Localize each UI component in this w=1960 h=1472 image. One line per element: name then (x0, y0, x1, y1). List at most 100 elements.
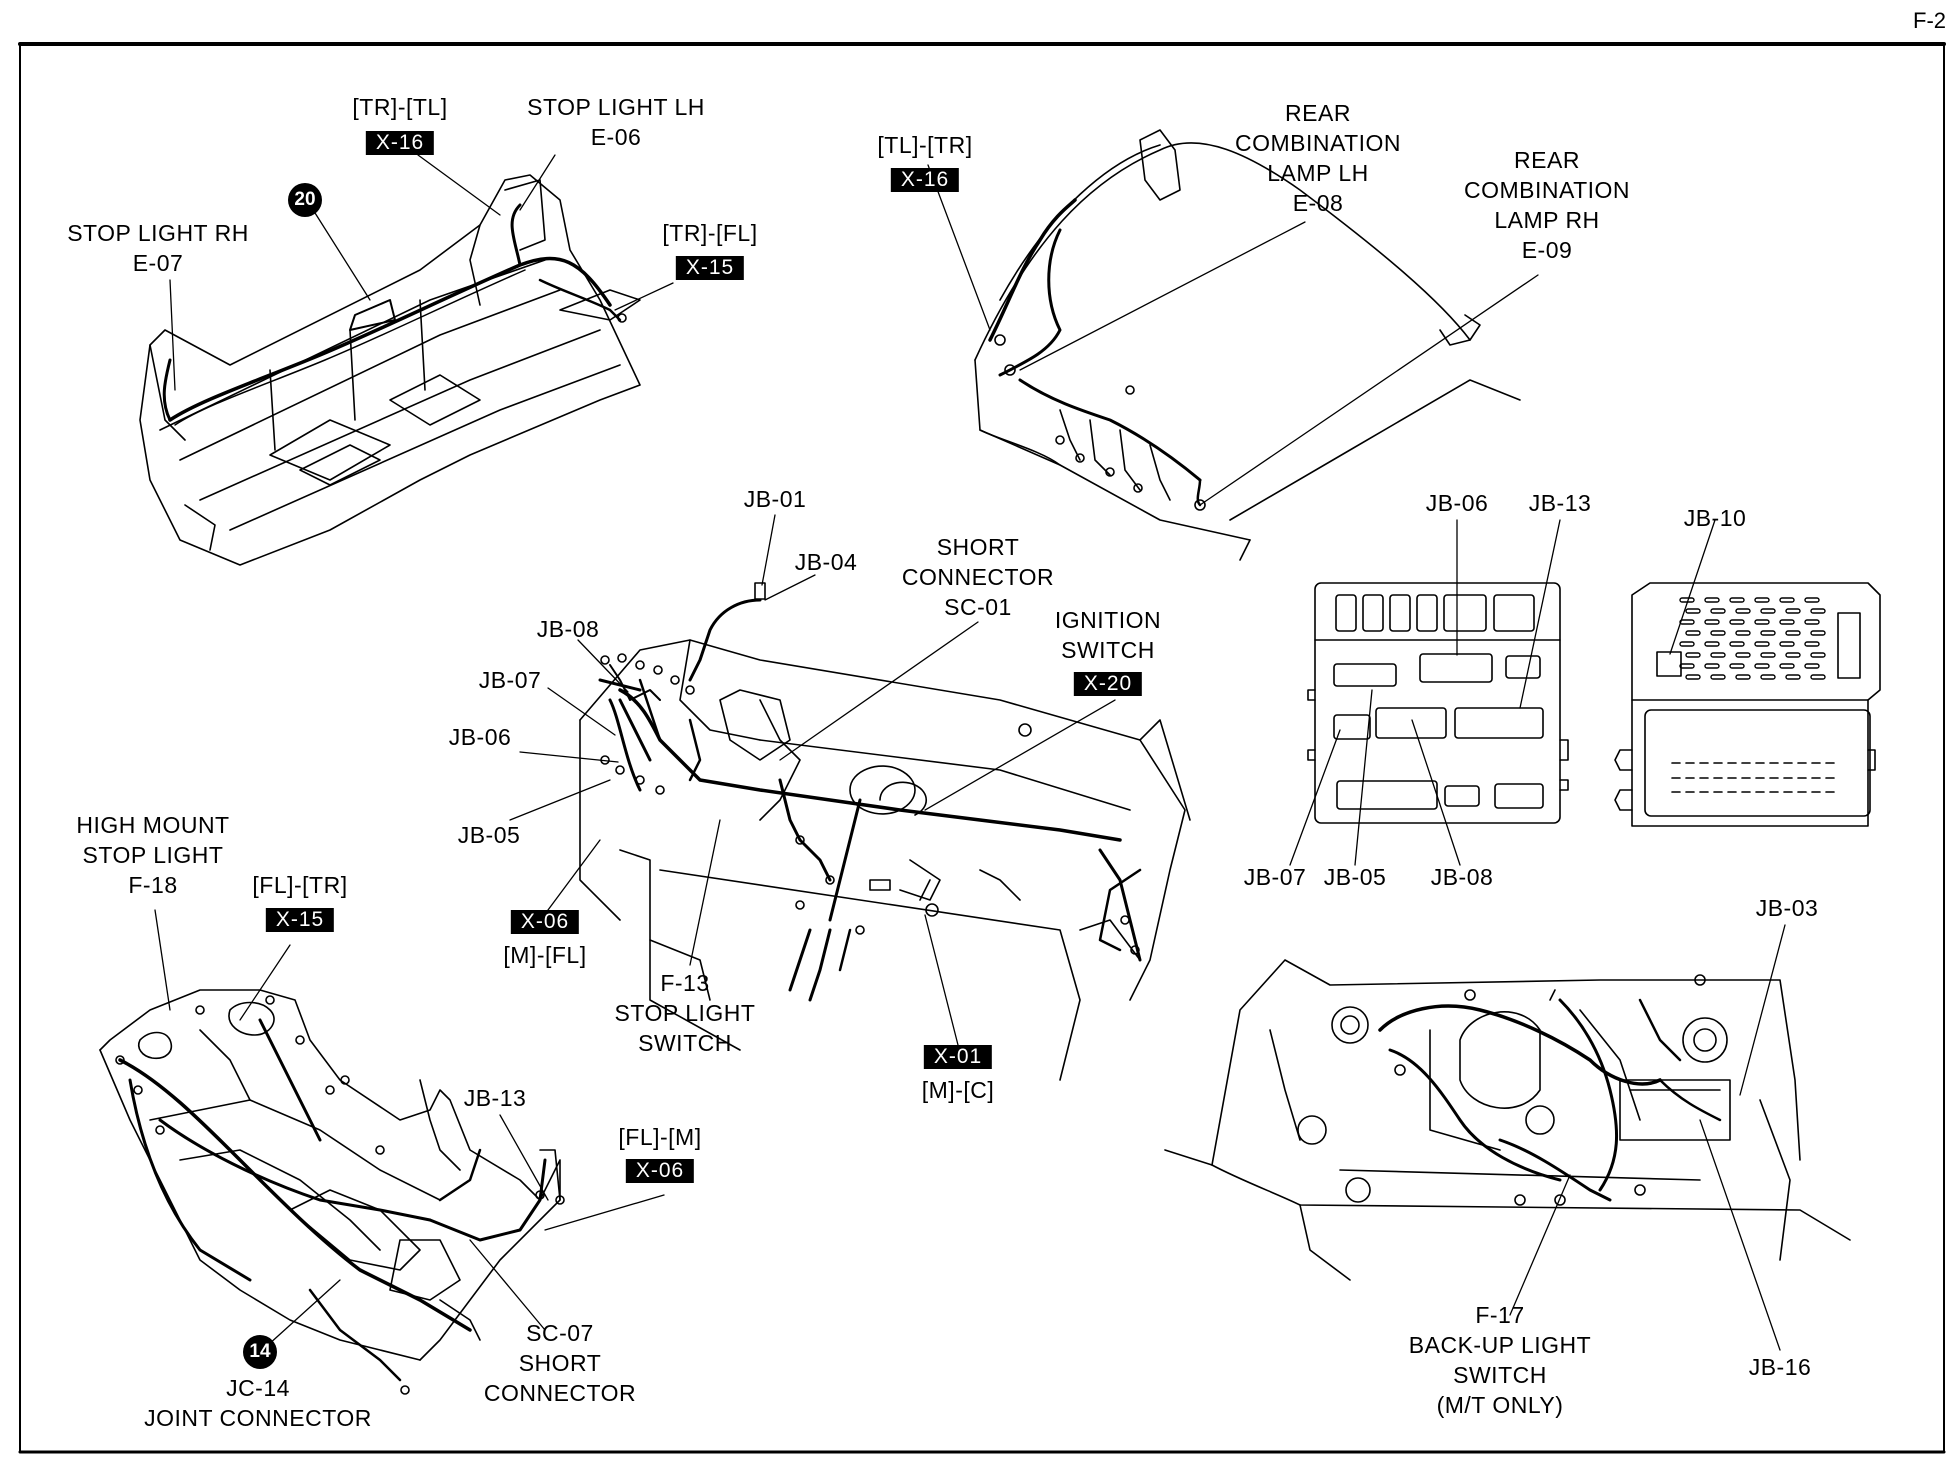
label-high-mount-stop-light: HIGH MOUNT STOP LIGHT F-18 (76, 812, 230, 898)
label-jc-14-joint-connector: JC-14 JOINT CONNECTOR (144, 1375, 372, 1431)
tag-x15-trunk: X-15 (675, 256, 745, 280)
fuse-slot (1760, 652, 1776, 658)
fuse-slot (1710, 652, 1726, 658)
label-jb-08-box: JB-08 (1430, 864, 1494, 890)
tag-x06-dash: X-06 (510, 910, 580, 934)
tag-x01: X-01 (923, 1045, 993, 1069)
label-stop-light-lh: STOP LIGHT LH E-06 (527, 94, 705, 150)
fuse-slot (1704, 619, 1720, 625)
label-tl-tr: [TL]-[TR] (877, 132, 973, 158)
fuse-slot (1804, 663, 1820, 669)
label-jb-08-dash: JB-08 (536, 616, 600, 642)
fuse-slot (1754, 641, 1770, 647)
circle-20: 20 (288, 183, 322, 217)
label-jb-13-box: JB-13 (1528, 490, 1592, 516)
tag-x06-floor: X-06 (625, 1159, 695, 1183)
label-jb-03: JB-03 (1755, 895, 1819, 921)
fuse-slot (1710, 674, 1726, 680)
fuse-slot (1729, 597, 1745, 603)
fuse-slot (1779, 597, 1795, 603)
fuse-slot (1779, 663, 1795, 669)
label-rear-combination-lamp-rh: REAR COMBINATION LAMP RH E-09 (1463, 147, 1631, 263)
page-number: F-2 (1913, 8, 1946, 33)
engine-bay-drawing (1164, 959, 1851, 1281)
label-jb-10-box: JB-10 (1683, 505, 1747, 531)
label-sc-07-short-connector: SC-07 SHORT CONNECTOR (483, 1320, 637, 1406)
label-stop-light-rh: STOP LIGHT RH E-07 (67, 220, 249, 276)
fuse-slot (1704, 641, 1720, 647)
label-jb-01: JB-01 (743, 486, 807, 512)
tag-x20: X-20 (1073, 672, 1143, 696)
trunk-drawing (139, 174, 641, 566)
label-short-connector-sc-01: SHORT CONNECTOR SC-01 (901, 534, 1055, 620)
fuse-slot (1685, 630, 1701, 636)
label-f-17-back-up-light-switch: F-17 BACK-UP LIGHT SWITCH (M/T ONLY) (1408, 1302, 1592, 1418)
floor-drawing (99, 989, 565, 1395)
label-jb-06-dash: JB-06 (448, 724, 512, 750)
fuse-slot (1679, 663, 1695, 669)
label-f-13-stop-light-switch: F-13 STOP LIGHT SWITCH (614, 970, 756, 1056)
fuse-slot (1735, 652, 1751, 658)
fuse-slot (1685, 608, 1701, 614)
label-fl-tr: [FL]-[TR] (252, 872, 348, 898)
fuse-slot (1685, 652, 1701, 658)
fuse-slot (1704, 597, 1720, 603)
dashboard-drawing (579, 582, 1191, 1081)
fuse-slot (1729, 641, 1745, 647)
fuse-slot (1785, 630, 1801, 636)
fuse-slot (1760, 674, 1776, 680)
label-jb-07-dash: JB-07 (478, 667, 542, 693)
fuse-slot (1760, 630, 1776, 636)
fuse-slot (1804, 619, 1820, 625)
fuse-slot (1679, 619, 1695, 625)
fuse-slot (1735, 630, 1751, 636)
fuse-slot (1735, 674, 1751, 680)
fuse-box-drawing (1614, 582, 1881, 827)
fuse-slot (1729, 619, 1745, 625)
fuse-slot (1804, 641, 1820, 647)
fuse-slot (1710, 630, 1726, 636)
label-m-c: [M]-[C] (921, 1077, 995, 1103)
fuse-slot (1760, 608, 1776, 614)
fuse-slot (1785, 652, 1801, 658)
junction-box-drawing (1307, 582, 1569, 824)
fuse-slot (1685, 674, 1701, 680)
label-jb-04: JB-04 (794, 549, 858, 575)
label-m-fl: [M]-[FL] (503, 942, 587, 968)
label-jb-07-box: JB-07 (1243, 864, 1307, 890)
fuse-slot (1804, 597, 1820, 603)
label-ignition-switch: IGNITION SWITCH (1054, 607, 1162, 663)
leader-lines (154, 154, 1786, 1351)
fuse-slot (1810, 652, 1826, 658)
fuse-slot (1779, 641, 1795, 647)
circle-14: 14 (243, 1335, 277, 1369)
fuse-slot (1679, 641, 1695, 647)
fuse-slot (1810, 674, 1826, 680)
fuse-slots (1679, 597, 1826, 680)
label-rear-combination-lamp-lh: REAR COMBINATION LAMP LH E-08 (1234, 100, 1402, 216)
fuse-slot (1810, 608, 1826, 614)
fuse-slot (1785, 608, 1801, 614)
tag-x16-trunk: X-16 (365, 131, 435, 155)
fuse-slot (1785, 674, 1801, 680)
fuse-slot (1754, 619, 1770, 625)
rear-lid-drawing (974, 129, 1521, 561)
fuse-slot (1735, 608, 1751, 614)
label-fl-m: [FL]-[M] (618, 1124, 702, 1150)
label-jb-06-box: JB-06 (1425, 490, 1489, 516)
tag-x15-floor: X-15 (265, 908, 335, 932)
fuse-slot (1810, 630, 1826, 636)
fuse-slot (1704, 663, 1720, 669)
label-jb-13-floor: JB-13 (463, 1085, 527, 1111)
tag-x16-lid: X-16 (890, 168, 960, 192)
label-tr-fl: [TR]-[FL] (662, 220, 758, 246)
fuse-slot (1779, 619, 1795, 625)
label-jb-05-dash: JB-05 (457, 822, 521, 848)
label-tr-tl: [TR]-[TL] (352, 94, 448, 120)
fuse-slot (1754, 597, 1770, 603)
fuse-slot (1754, 663, 1770, 669)
label-jb-16: JB-16 (1748, 1354, 1812, 1380)
label-jb-05-box: JB-05 (1323, 864, 1387, 890)
page-frame (18, 42, 1946, 1454)
